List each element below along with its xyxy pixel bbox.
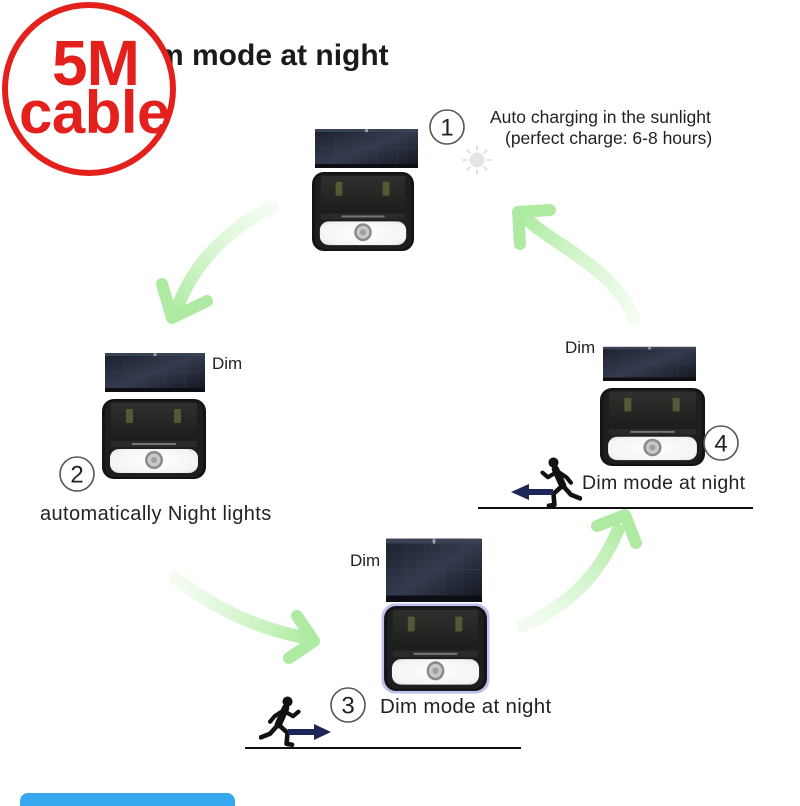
step-number-2: 2 <box>59 456 95 492</box>
step-3-dim-label: Dim <box>350 551 381 570</box>
step-2-caption: automatically Night lights <box>40 503 272 525</box>
light-body <box>600 388 705 466</box>
cycle-arrow-2-to-3 <box>168 571 320 664</box>
step-number-3-label: 3 <box>341 693 354 720</box>
step-3-caption: Dim mode at night <box>380 695 552 718</box>
cycle-arrow-3-to-4 <box>516 509 642 633</box>
runner-icon <box>261 696 299 744</box>
badge-cable-label: cable <box>19 79 170 146</box>
light-body <box>102 399 206 479</box>
runner-direction-arrow <box>511 484 553 500</box>
step-number-1-label: 1 <box>440 115 453 142</box>
solar-panel <box>315 128 418 168</box>
step-number-4-label: 4 <box>714 431 727 458</box>
light-body <box>384 606 487 691</box>
runner-scene-3 <box>245 696 521 749</box>
runner-direction-arrow <box>288 724 331 740</box>
step-1-text-line2: (perfect charge: 6-8 hours) <box>505 128 713 148</box>
cycle-arrow-1-to-2 <box>156 200 279 324</box>
runner-icon <box>542 457 580 505</box>
step-1-text-line1: Auto charging in the sunlight <box>490 107 711 127</box>
solar-panel <box>386 537 482 602</box>
step-4-dim-label: Dim <box>565 338 596 357</box>
light-glow-outline <box>381 603 490 694</box>
blue-banner-edge <box>20 793 235 806</box>
sun-icon <box>462 145 492 175</box>
step-number-1: 1 <box>429 109 465 145</box>
step-2-dim-label: Dim <box>212 354 243 373</box>
light-body <box>312 172 414 251</box>
solar-light-4 <box>600 346 705 466</box>
step-4-caption: Dim mode at night <box>582 472 746 494</box>
badge-cable-length: 5M <box>52 27 140 99</box>
step-number-3: 3 <box>330 687 366 723</box>
solar-light-1 <box>312 128 418 251</box>
solar-light-3 <box>381 537 490 694</box>
solar-panel <box>105 352 205 392</box>
runner-scene-4 <box>478 457 753 509</box>
step-number-2-label: 2 <box>70 462 83 489</box>
cable-length-badge: 5M cable <box>2 2 176 176</box>
step-number-4: 4 <box>703 425 739 461</box>
cycle-arrow-4-to-1 <box>512 204 641 327</box>
solar-panel <box>603 346 696 381</box>
solar-light-2 <box>102 352 206 479</box>
